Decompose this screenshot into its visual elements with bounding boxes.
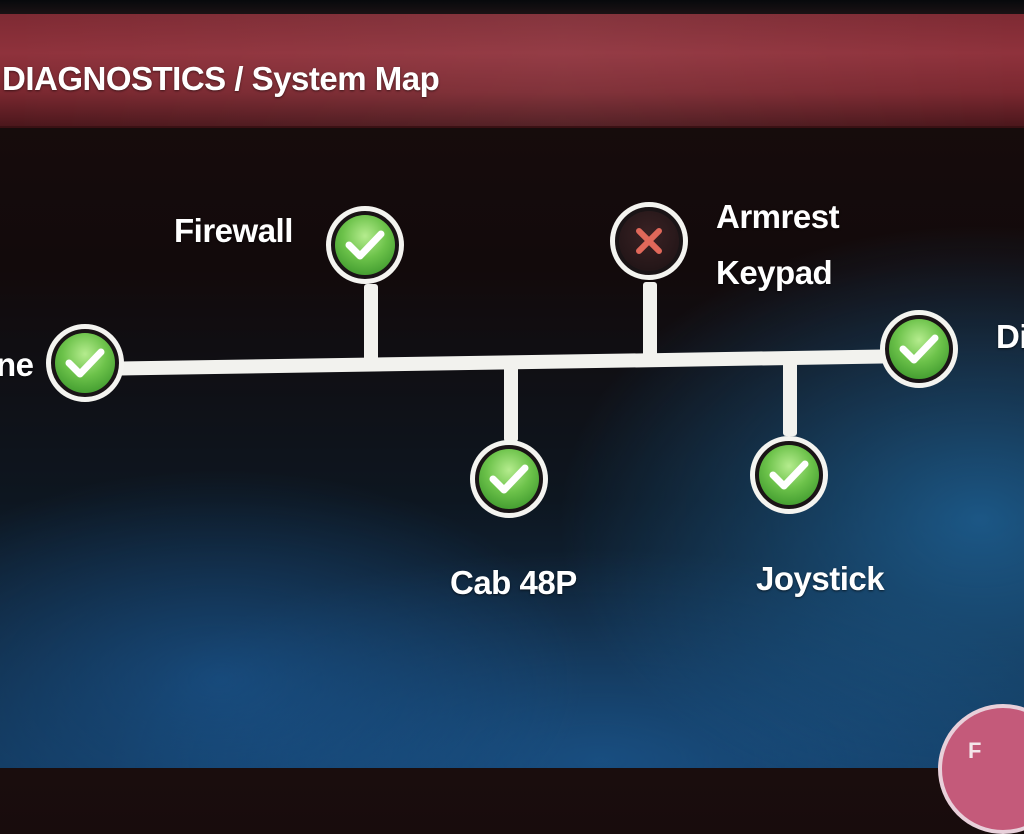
checkmark-icon <box>345 230 385 260</box>
node-firewall[interactable] <box>326 206 404 284</box>
checkmark-icon <box>65 348 105 378</box>
header-bar: DIAGNOSTICS / System Map <box>0 14 1024 128</box>
firewall-connector <box>364 284 378 362</box>
checkmark-icon <box>899 334 939 364</box>
node-armrest-label-line1: Armrest <box>716 198 840 235</box>
node-armrest-keypad[interactable] <box>610 202 688 280</box>
page-title: DIAGNOSTICS / System Map <box>2 60 440 97</box>
cab-connector <box>504 366 518 442</box>
node-cab-48p[interactable] <box>470 440 548 518</box>
node-joystick[interactable] <box>750 436 828 514</box>
joystick-connector <box>783 362 797 436</box>
armrest-connector <box>643 282 657 358</box>
checkmark-icon <box>769 460 809 490</box>
corner-action-label: F <box>968 738 982 763</box>
status-ok-badge <box>479 449 539 509</box>
status-ok-badge <box>55 333 115 393</box>
x-icon <box>636 228 662 254</box>
node-left[interactable] <box>46 324 124 402</box>
node-left-label: ne <box>0 346 34 383</box>
status-ok-badge <box>759 445 819 505</box>
node-joystick-label: Joystick <box>756 560 885 597</box>
system-map: ne Firewall Armrest Keypad Di <box>0 198 1024 601</box>
node-cab-48p-label: Cab 48P <box>450 564 577 601</box>
node-firewall-label: Firewall <box>174 212 293 249</box>
status-ok-badge <box>335 215 395 275</box>
checkmark-icon <box>489 464 529 494</box>
node-right[interactable] <box>880 310 958 388</box>
node-armrest-label-line2: Keypad <box>716 254 833 291</box>
status-fail-badge <box>619 211 679 271</box>
screen-bezel <box>0 0 1024 14</box>
status-ok-badge <box>889 319 949 379</box>
node-right-label: Di <box>996 318 1024 355</box>
